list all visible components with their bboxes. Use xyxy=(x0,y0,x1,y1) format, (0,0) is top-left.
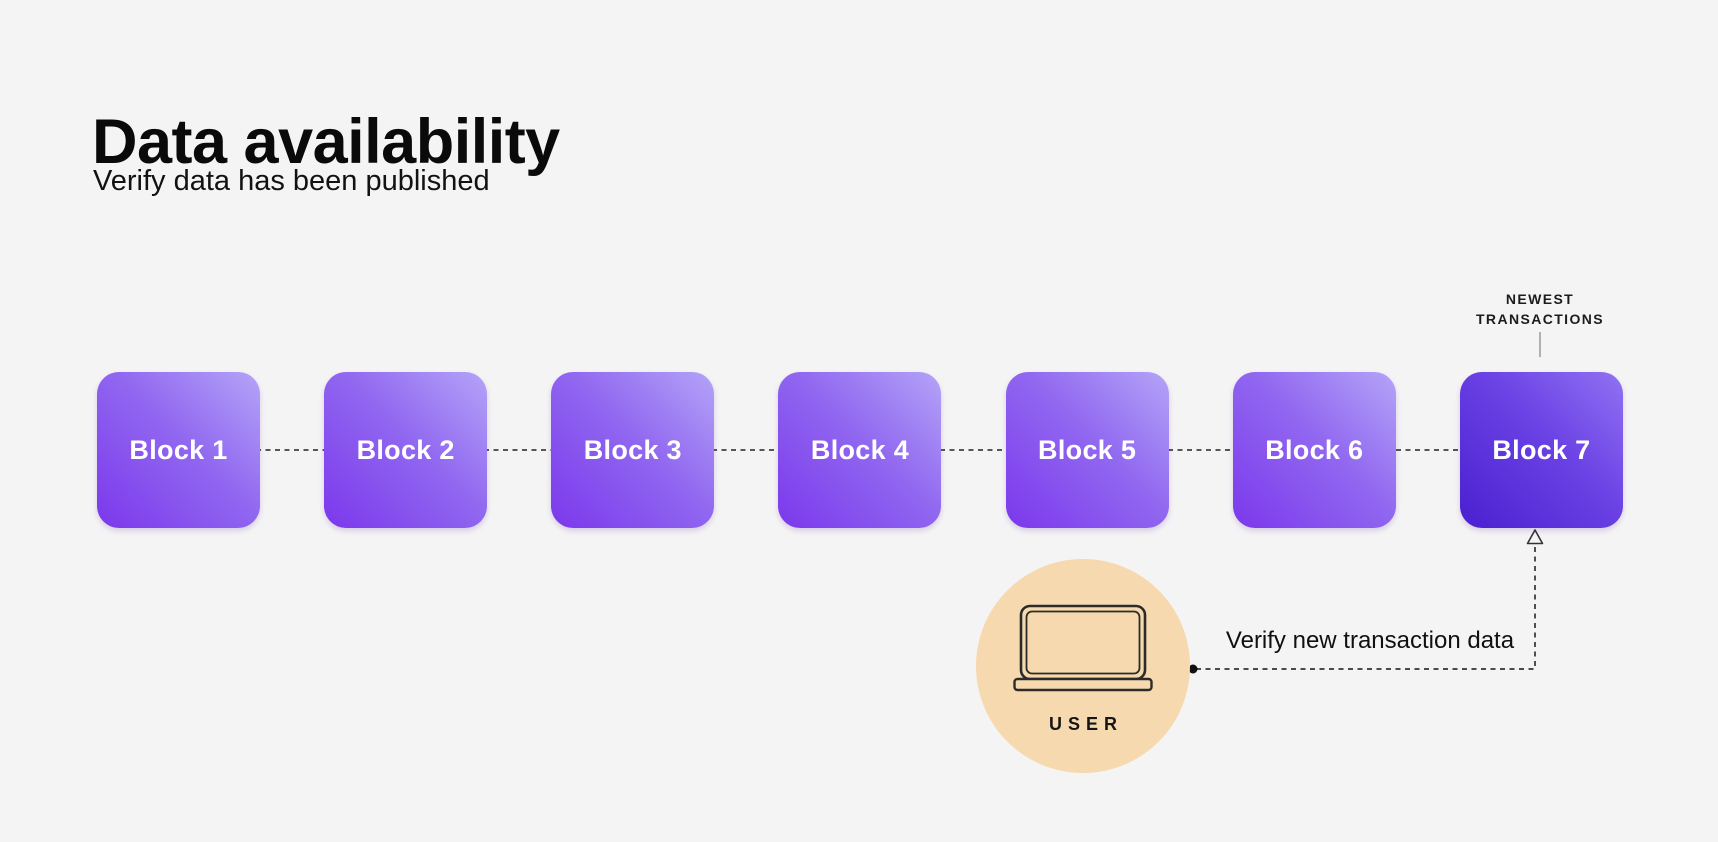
block-1: Block 1 xyxy=(97,372,260,528)
block-7-newest: Block 7 xyxy=(1459,372,1623,528)
page-subtitle: Verify data has been published xyxy=(93,165,490,197)
laptop-icon xyxy=(1013,604,1153,699)
block-3: Block 3 xyxy=(551,372,715,528)
block-6: Block 6 xyxy=(1232,372,1396,528)
block-label: Block 4 xyxy=(810,434,910,465)
page-title: Data availability xyxy=(92,107,560,178)
block-label: Block 2 xyxy=(356,434,455,465)
user-label: USER xyxy=(1048,713,1123,734)
block-2: Block 2 xyxy=(324,372,488,528)
block-label: Block 6 xyxy=(1265,434,1364,465)
user-node: USER xyxy=(976,559,1190,773)
block-4: Block 4 xyxy=(778,372,942,528)
block-chain-row: Block 1 Block 2 Block 3 Block 4 Block 5 … xyxy=(97,372,1623,528)
block-5: Block 5 xyxy=(1005,372,1169,528)
block-label: Block 5 xyxy=(1038,434,1137,465)
block-label: Block 7 xyxy=(1492,434,1591,465)
block-label: Block 3 xyxy=(583,434,682,465)
verify-arrow-label: Verify new transaction data xyxy=(1225,627,1515,654)
arrowhead-up-icon xyxy=(1526,529,1544,545)
block-label: Block 1 xyxy=(129,434,228,465)
newest-transactions-label: NEWEST TRANSACTIONS xyxy=(1475,291,1605,328)
